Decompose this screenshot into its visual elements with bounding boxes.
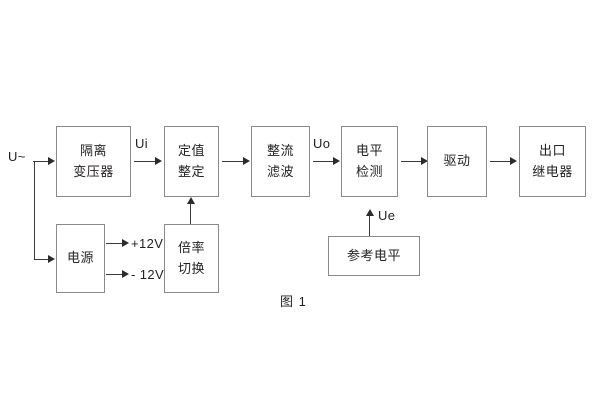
wire-level-to-driver (401, 161, 424, 162)
block-reference-level-line1: 参考电平 (346, 247, 401, 263)
block-driver-line1: 驱动 (443, 153, 471, 169)
supply-label-positive: +12V (131, 236, 164, 251)
block-setting-value-line1: 定值 (177, 143, 205, 159)
wire-multiplier-to-setting (190, 203, 191, 224)
arrow-into-rectify-filter (243, 157, 250, 165)
block-rectify-filter[interactable]: 整流 滤波 (251, 126, 310, 197)
block-level-detection-line2: 检测 (355, 163, 383, 179)
block-reference-level[interactable]: 参考电平 (328, 236, 420, 276)
wire-reference-to-level (369, 215, 370, 236)
arrow-into-isolation-transformer (48, 157, 55, 165)
block-level-detection[interactable]: 电平 检测 (341, 126, 398, 197)
block-power-supply[interactable]: 电源 (56, 224, 105, 293)
arrow-power-negative (122, 270, 129, 278)
wire-branch-to-isolation (34, 161, 50, 162)
block-isolation-transformer[interactable]: 隔离 变压器 (56, 126, 131, 197)
block-isolation-transformer-line2: 变压器 (73, 163, 114, 179)
block-rectify-filter-line1: 整流 (266, 143, 294, 159)
wire-setting-to-rectify (222, 161, 245, 162)
block-driver[interactable]: 驱动 (427, 126, 487, 197)
block-output-relay-line1: 出口 (538, 143, 566, 159)
wire-power-positive (106, 243, 124, 244)
block-power-supply-line1: 电源 (66, 250, 94, 266)
wire-branch-vertical (34, 161, 35, 260)
wire-rectify-to-level (313, 161, 335, 162)
arrow-into-setting-value-bottom (187, 197, 195, 204)
arrow-into-setting-value (155, 157, 162, 165)
arrow-into-driver (421, 157, 428, 165)
block-rectify-filter-line2: 滤波 (266, 163, 294, 179)
wire-power-negative (106, 274, 124, 275)
block-setting-value-line2: 整定 (177, 163, 205, 179)
arrow-into-power-supply (48, 255, 55, 263)
figure-caption: 图 1 (280, 294, 307, 309)
arrow-into-output-relay (510, 157, 517, 165)
wire-isolation-to-setting (134, 161, 157, 162)
block-output-relay[interactable]: 出口 继电器 (519, 126, 586, 197)
wire-branch-to-power-supply (34, 259, 50, 260)
arrow-power-positive (122, 239, 129, 247)
block-isolation-transformer-line1: 隔离 (79, 143, 107, 159)
signal-label-uo: Uo (313, 136, 331, 151)
supply-label-negative: - 12V (131, 267, 165, 282)
arrow-into-level-detection (333, 157, 340, 165)
wire-driver-to-relay (490, 161, 513, 162)
block-multiplier-switch[interactable]: 倍率 切换 (164, 224, 219, 293)
block-level-detection-line1: 电平 (355, 143, 383, 159)
signal-label-ui: Ui (135, 136, 149, 151)
signal-label-ue: Ue (378, 208, 396, 223)
block-output-relay-line2: 继电器 (532, 163, 573, 179)
input-source-label: U~ (8, 149, 26, 164)
block-multiplier-switch-line1: 倍率 (177, 240, 205, 256)
block-setting-value[interactable]: 定值 整定 (164, 126, 219, 197)
arrow-into-level-detection-bottom (366, 209, 374, 216)
block-multiplier-switch-line2: 切换 (177, 260, 205, 276)
